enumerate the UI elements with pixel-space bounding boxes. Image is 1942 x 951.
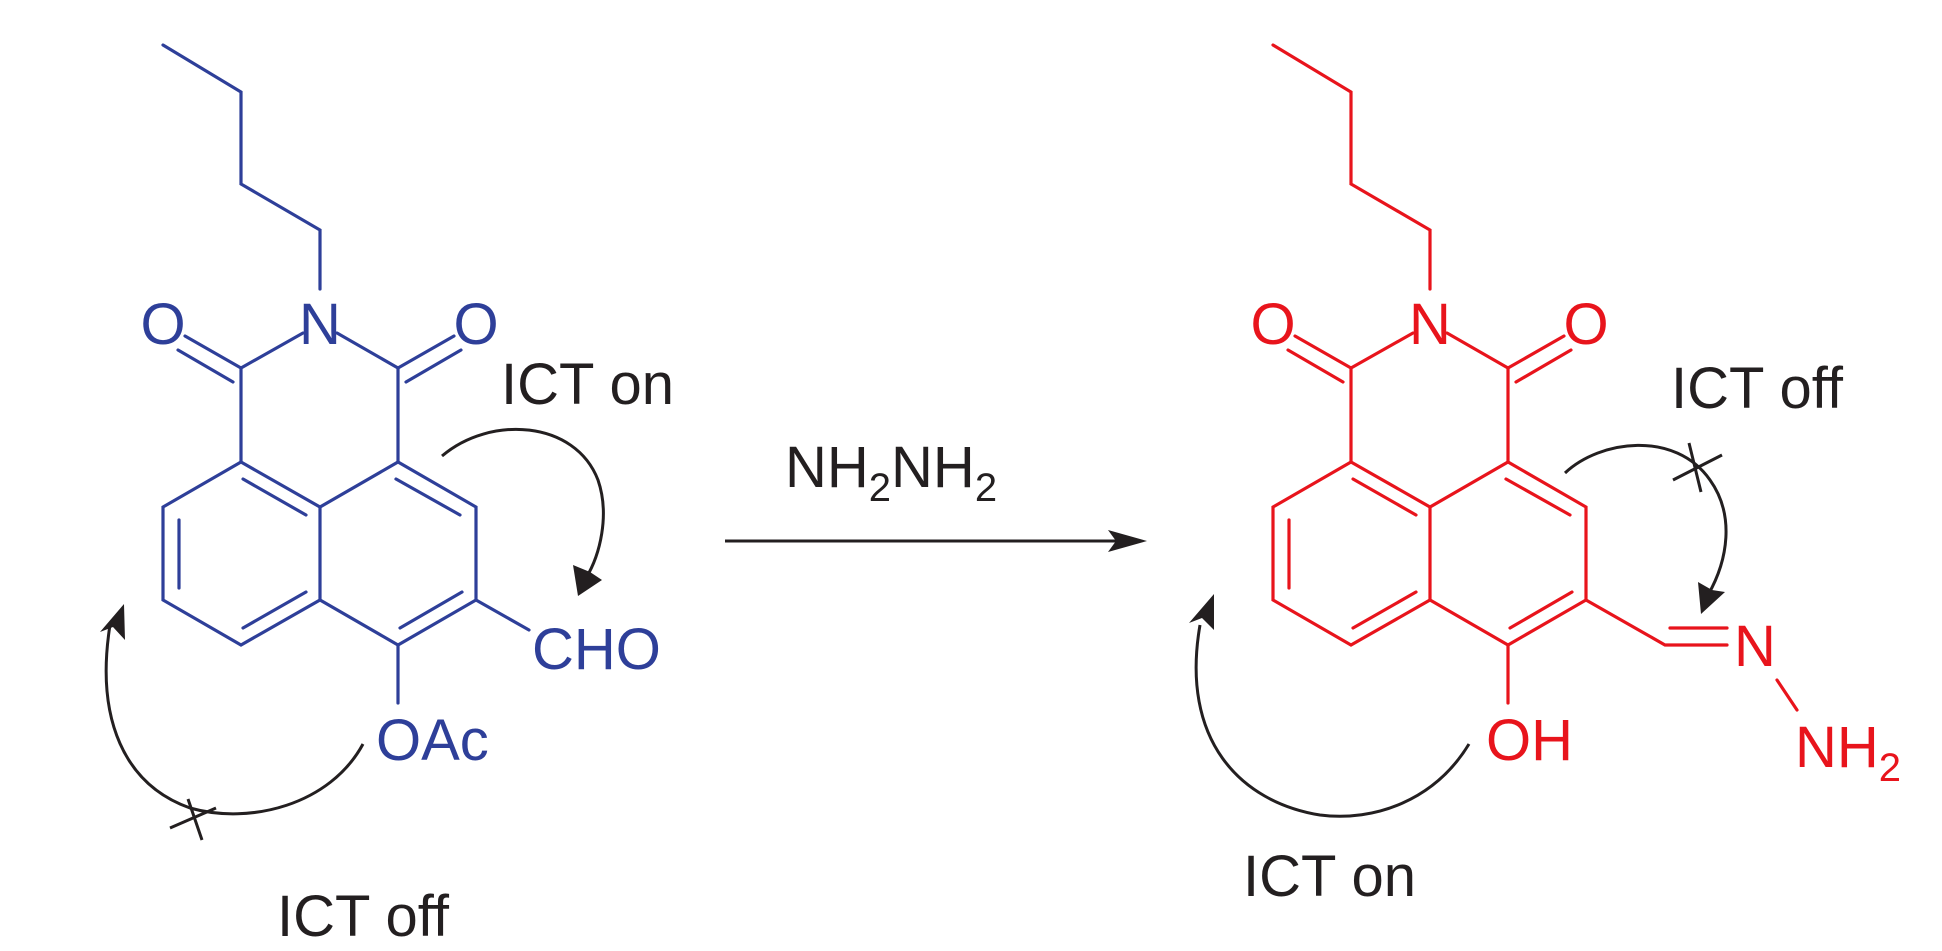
reactant-n-label: N <box>299 292 341 357</box>
nh2-part: NH <box>1795 715 1879 780</box>
reagent-label: NH2NH2 <box>785 435 997 510</box>
reactant-ict-off-label: ICT off <box>277 884 450 949</box>
product-ict-off-arrow <box>1563 442 1728 614</box>
blocked-cross-icon <box>169 798 217 841</box>
product-labels: N O O OH N NH2 <box>1250 292 1901 790</box>
product-nh2-label: NH2 <box>1795 715 1901 790</box>
product-oh-label: OH <box>1486 708 1573 773</box>
arrowhead-icon <box>1189 594 1214 630</box>
reagent-subscript: 2 <box>869 466 891 510</box>
reactant-oac-label: OAc <box>376 708 489 773</box>
arrowhead-icon <box>573 565 602 596</box>
product-n-label: N <box>1409 292 1451 357</box>
product-o-left-label: O <box>1250 292 1295 357</box>
reactant-cho-label: CHO <box>532 617 661 682</box>
product-imine-n-label: N <box>1734 614 1776 679</box>
nh2-subscript: 2 <box>1879 746 1901 790</box>
reactant-ict-on-label: ICT on <box>501 352 674 417</box>
reactant-molecule <box>161 43 531 705</box>
arrowhead-icon <box>1698 582 1725 614</box>
reactant-o-right-label: O <box>453 292 498 357</box>
product-o-right-label: O <box>1563 292 1608 357</box>
reagent-part: NH <box>891 435 975 500</box>
arrowhead-icon <box>100 604 125 640</box>
reactant-ict-on-arrow <box>441 427 605 596</box>
reactant-ict-off-arrow <box>100 604 365 841</box>
reagent-part: NH <box>785 435 869 500</box>
product-ict-off-label: ICT off <box>1671 356 1844 421</box>
reactant-o-left-label: O <box>140 292 185 357</box>
product-molecule <box>1271 43 1799 712</box>
reactant-labels: N O O CHO OAc <box>140 292 660 773</box>
product-ict-on-label: ICT on <box>1243 844 1416 909</box>
product-ict-on-arrow <box>1189 594 1471 818</box>
reaction-arrow <box>725 530 1147 552</box>
blocked-cross-icon <box>1672 442 1723 493</box>
reagent-subscript: 2 <box>975 466 997 510</box>
